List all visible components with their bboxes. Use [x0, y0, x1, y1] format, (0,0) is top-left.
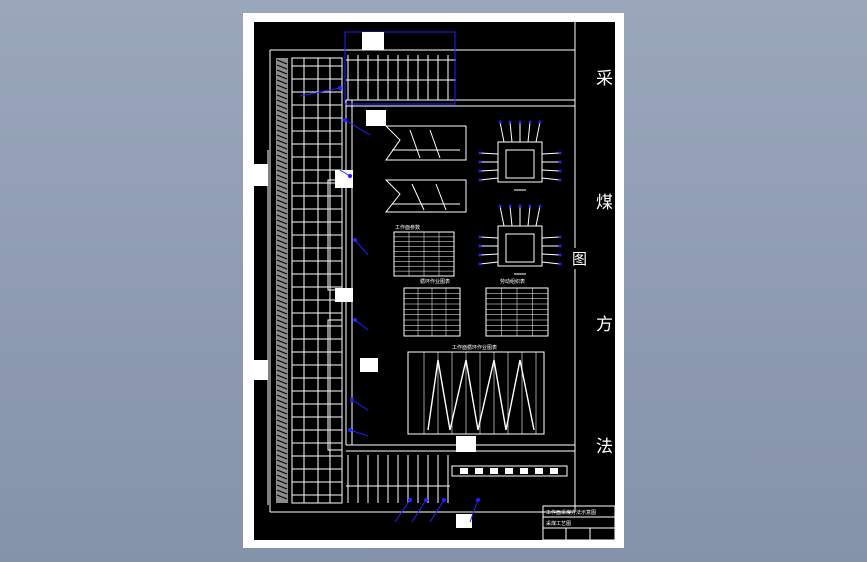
- top-gateway-grid: [346, 55, 456, 100]
- title-char-2: 煤: [596, 193, 613, 213]
- frame-lines: [267, 22, 576, 513]
- table-caption-1: 工作面参数: [395, 224, 420, 231]
- gob-zone: [276, 58, 288, 503]
- callout-leaders: [299, 85, 481, 523]
- sheet-notches: [254, 164, 268, 380]
- roadway-equipment: [451, 465, 568, 477]
- gob-hatch: [276, 59, 288, 500]
- support-rows: [292, 65, 342, 496]
- support-section-2: [384, 179, 467, 213]
- table-caption-4: 工作面循环作业图表: [452, 344, 497, 351]
- support-column: [291, 57, 343, 504]
- title-block: [542, 505, 616, 541]
- table-caption-2: 循环作业图表: [420, 278, 450, 285]
- drawing-canvas: [254, 22, 615, 540]
- bottom-gateway-grid: [346, 455, 450, 503]
- support-section-1: [384, 125, 467, 161]
- roadway-cross-sections: [478, 120, 562, 275]
- top-gateway-outline: [344, 31, 456, 105]
- cycle-chart: [407, 351, 545, 435]
- title-block-line1: 工作面采煤方法示意图: [546, 509, 596, 516]
- title-char-1: 采: [596, 69, 613, 89]
- pillar-blocks: [335, 32, 476, 528]
- parameter-tables: [393, 231, 549, 337]
- title-extra-char: 图: [572, 248, 588, 269]
- roadway-wall: [345, 99, 575, 452]
- title-char-4: 法: [596, 437, 613, 457]
- table-caption-3: 劳动组织表: [500, 278, 525, 285]
- title-block-line2: 采煤工艺图: [546, 520, 571, 527]
- title-char-3: 方: [596, 315, 613, 335]
